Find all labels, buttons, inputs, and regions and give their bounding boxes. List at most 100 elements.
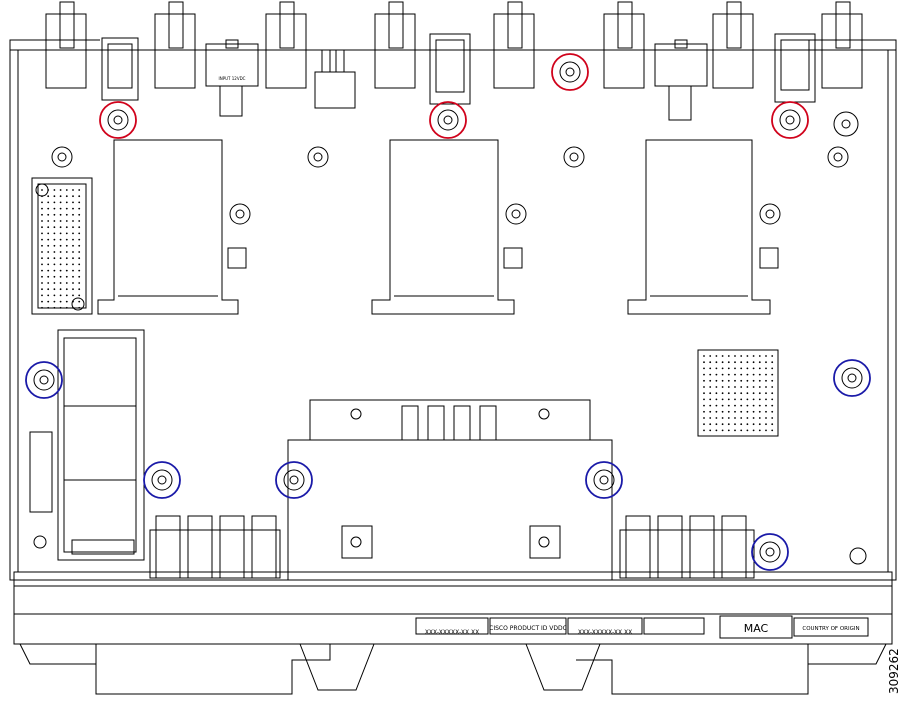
right-grid-pin	[721, 392, 724, 395]
right-grid-pin	[758, 379, 761, 382]
right-grid-pin	[758, 410, 761, 413]
left-grid-pin	[65, 238, 68, 241]
right-grid-pin	[721, 361, 724, 364]
right-grid-pin	[758, 386, 761, 388]
right-grid-pin	[752, 392, 755, 395]
right-grid-pin	[758, 392, 761, 395]
right-grid-pin	[715, 417, 718, 419]
left-grid-pin	[47, 238, 50, 241]
left-grid-pin	[41, 300, 43, 303]
left-grid-pin	[72, 300, 74, 303]
left-grid-pin	[41, 238, 43, 241]
right-grid-pin	[709, 392, 712, 395]
red-callout-3	[551, 53, 589, 91]
right-grid-pin	[765, 367, 767, 370]
left-grid-pin	[41, 282, 43, 284]
left-grid-pin	[59, 251, 62, 253]
right-grid-pin	[746, 379, 749, 382]
left-grid-pin	[53, 269, 56, 272]
left-grid-pin	[65, 282, 68, 284]
left-grid-pin	[47, 263, 50, 266]
left-grid-pin	[59, 238, 62, 241]
left-grid-pin	[59, 257, 62, 260]
right-grid-pin	[758, 355, 761, 357]
right-grid-pin	[734, 392, 736, 395]
left-grid-pin	[72, 288, 74, 291]
left-grid-pin	[65, 300, 68, 303]
right-grid-pin	[765, 398, 767, 401]
right-grid-pin	[715, 392, 718, 395]
right-grid-pin	[703, 423, 705, 426]
left-grid-pin	[47, 220, 50, 222]
right-grid-pin	[752, 417, 755, 419]
blue-callout-2	[143, 461, 181, 499]
right-grid-pin	[727, 429, 730, 432]
left-grid-pin	[59, 189, 62, 191]
left-grid-pin	[41, 306, 43, 309]
right-grid-pin	[721, 410, 724, 413]
right-grid-pin	[758, 361, 761, 364]
left-grid-pin	[65, 263, 68, 266]
right-grid-pin	[771, 355, 774, 357]
left-grid-pin	[47, 195, 50, 198]
right-grid-pin	[715, 361, 718, 364]
left-grid-pin	[41, 275, 43, 278]
right-grid-pin	[752, 373, 755, 376]
bottom-left-connectors	[149, 515, 281, 579]
red-callout-4	[771, 101, 809, 139]
left-grid-pin	[59, 269, 62, 272]
right-grid-pin	[771, 361, 774, 364]
left-grid-pin	[41, 226, 43, 229]
left-grid-pin	[78, 300, 81, 303]
standoffs	[33, 111, 867, 565]
left-grid-pin	[65, 269, 68, 272]
right-grid-pin	[758, 429, 761, 432]
right-grid-pin	[758, 423, 761, 426]
right-grid-pin	[765, 392, 767, 395]
right-grid-pin	[771, 398, 774, 401]
right-grid-pin	[703, 429, 705, 432]
right-grid-pin	[721, 367, 724, 370]
left-grid-pin	[41, 213, 43, 216]
right-grid-pin	[721, 404, 724, 407]
right-grid-pin	[771, 410, 774, 413]
left-grid-pin	[78, 294, 81, 297]
left-grid-pin	[78, 207, 81, 210]
left-grid-pin	[53, 263, 56, 266]
left-grid-pin	[72, 226, 74, 229]
right-grid-pin	[740, 386, 743, 388]
right-grid-pin	[721, 429, 724, 432]
red-callouts	[99, 53, 809, 139]
left-grid-pin	[47, 232, 50, 235]
left-grid-pin	[72, 207, 74, 210]
serial-label-left: XXX-XXXXX-XX XX	[425, 629, 479, 636]
left-grid-pin	[65, 306, 68, 309]
right-grid-pin	[740, 355, 743, 357]
left-grid-pin	[59, 306, 62, 309]
right-grid-pin	[771, 417, 774, 419]
right-grid-connector	[697, 349, 779, 437]
right-grid-pin	[734, 355, 736, 357]
left-grid-pin	[65, 257, 68, 260]
left-grid-pin	[53, 257, 56, 260]
right-grid-pin	[752, 355, 755, 357]
left-grid-pin	[78, 232, 81, 235]
right-grid-pin	[727, 392, 730, 395]
right-grid-pin	[734, 373, 736, 376]
right-grid-pin	[734, 379, 736, 382]
right-grid-pin	[758, 398, 761, 401]
right-grid-pin	[746, 373, 749, 376]
right-grid-pin	[765, 410, 767, 413]
left-grid-pin	[47, 201, 50, 204]
left-grid-pin	[65, 251, 68, 253]
right-grid-pin	[752, 379, 755, 382]
front-bezel	[13, 571, 893, 645]
left-grid-pin	[65, 213, 68, 216]
left-grid-pin	[53, 195, 56, 198]
right-grid-pin	[709, 398, 712, 401]
left-grid-pin	[59, 226, 62, 229]
right-grid-pin	[771, 373, 774, 376]
right-grid-pin	[703, 392, 705, 395]
left-grid-pin	[72, 306, 74, 309]
right-grid-pin	[740, 417, 743, 419]
